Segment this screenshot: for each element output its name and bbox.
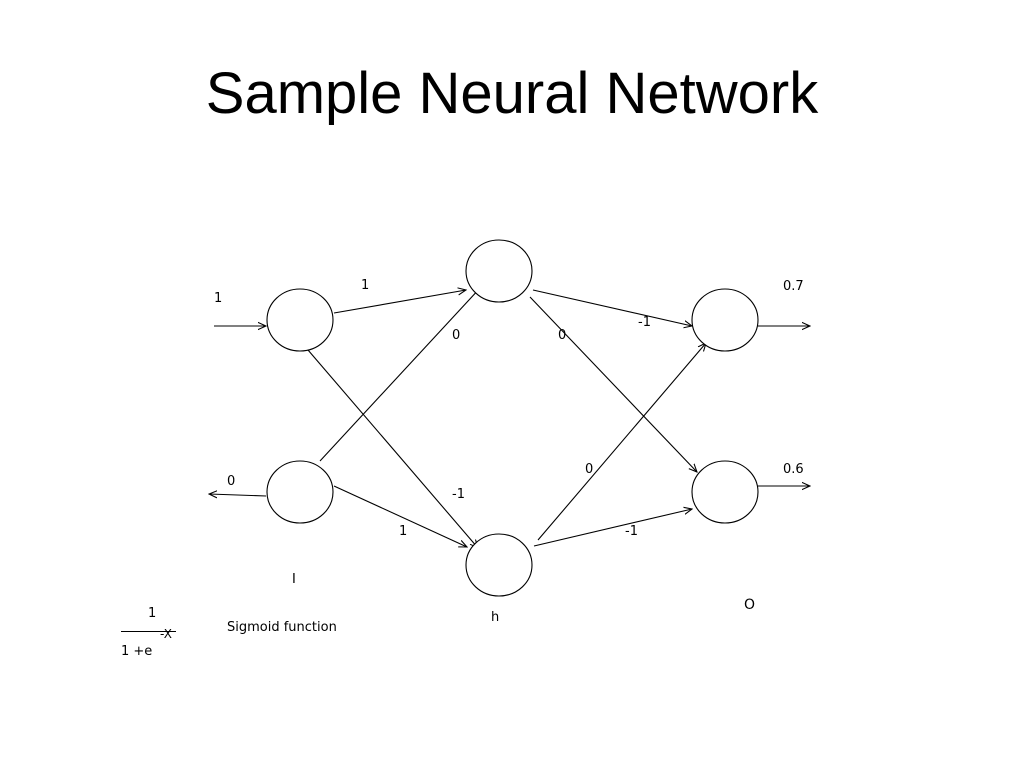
fraction-bar (121, 631, 176, 632)
weight-h2-o2: -1 (625, 524, 638, 539)
weight-i1-h2: -1 (452, 487, 465, 502)
hidden-node-2 (465, 533, 533, 597)
edge-i1-h2 (307, 349, 478, 548)
edge-h2-o1 (537, 343, 706, 541)
weight-i2-h1: 0 (452, 328, 460, 343)
input-node-2 (266, 460, 334, 524)
input-value-1: 1 (214, 291, 222, 306)
sigmoid-function-label: Sigmoid function (227, 620, 337, 635)
weight-h1-o2: 0 (558, 328, 566, 343)
edge-i1-h1 (333, 290, 466, 314)
layer-label-input: I (292, 572, 296, 587)
slide-title: Sample Neural Network (205, 61, 819, 126)
layer-label-hidden: h (491, 610, 499, 625)
hidden-node-1 (465, 239, 533, 303)
output-node-2 (691, 460, 759, 524)
edge-i2-h1 (319, 287, 481, 462)
output-node-1 (691, 288, 759, 352)
output-value-1: 0.7 (783, 279, 804, 294)
weight-i1-h1: 1 (361, 278, 369, 293)
edge-h1-o1 (532, 289, 692, 326)
weight-i2-h2: 1 (399, 524, 407, 539)
input-value-2: 0 (227, 474, 235, 489)
edge-h2-o2 (533, 509, 692, 547)
sigmoid-formula: 1 1 +e -X (118, 606, 178, 666)
weight-h2-o1: 0 (585, 462, 593, 477)
input-node-1 (266, 288, 334, 352)
input-arrow-2 (209, 494, 267, 496)
edge-i2-h2 (333, 485, 467, 547)
formula-exponent: -X (160, 627, 172, 641)
output-value-2: 0.6 (783, 462, 804, 477)
formula-numerator: 1 (148, 606, 157, 621)
edge-h1-o2 (529, 296, 697, 472)
weight-h1-o1: -1 (638, 315, 651, 330)
formula-denominator: 1 +e (121, 644, 153, 659)
layer-label-output: O (744, 597, 755, 613)
